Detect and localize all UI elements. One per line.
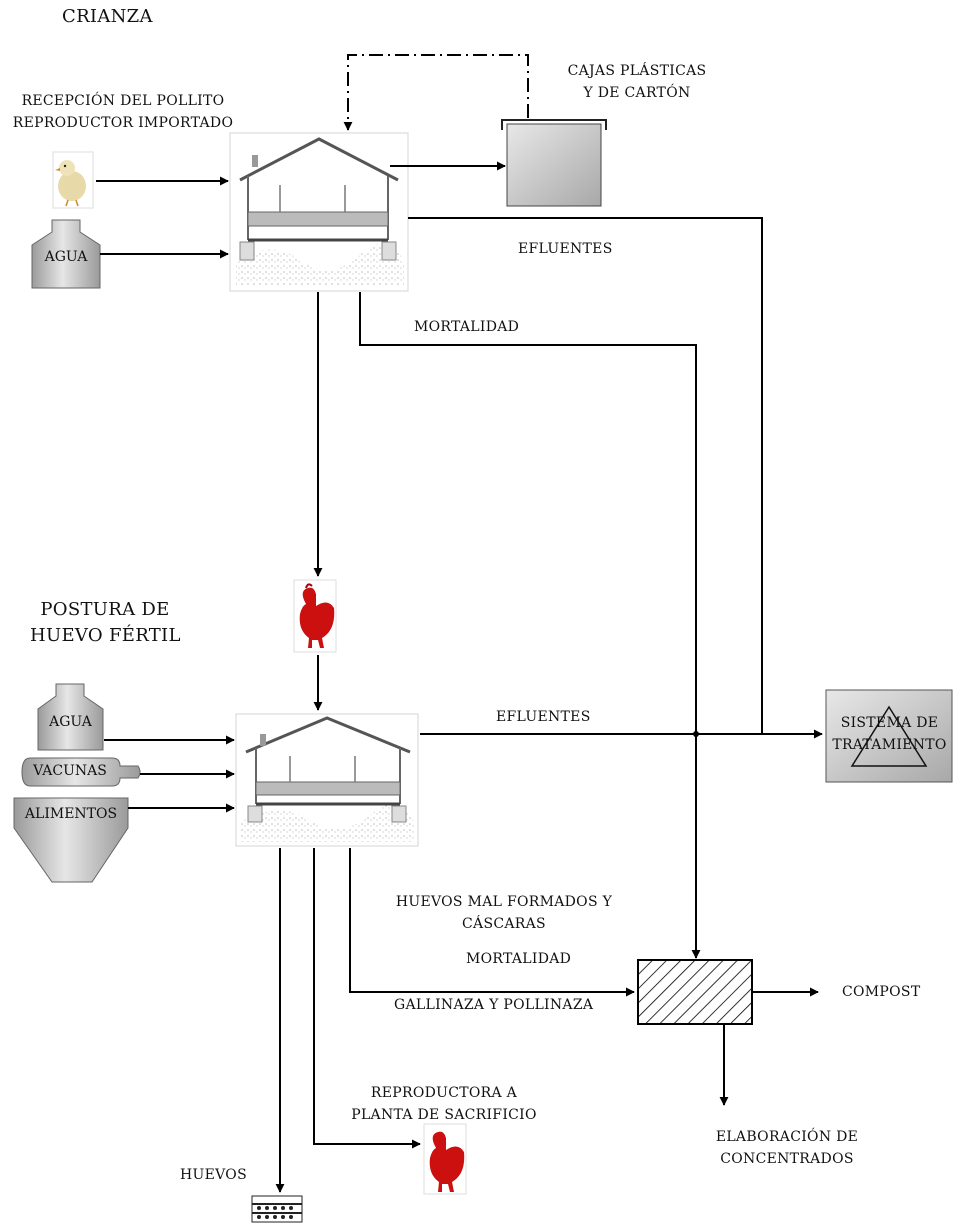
egg-crate-icon xyxy=(251,1195,303,1223)
label-sistema-line1: SISTEMA DE xyxy=(840,715,939,731)
label-elaboracion-line1: ELABORACIÓN DE xyxy=(715,1129,859,1145)
connectors xyxy=(96,54,823,1193)
label-elaboracion: ELABORACIÓN DE CONCENTRADOS xyxy=(698,1126,876,1170)
label-mortalidad-top: MORTALIDAD xyxy=(414,319,520,335)
label-huevos-mal-formados: HUEVOS MAL FORMADOS Y CÁSCARAS xyxy=(386,891,622,935)
label-cajas: CAJAS PLÁSTICAS Y DE CARTÓN xyxy=(548,60,726,104)
chick-icon xyxy=(52,151,94,209)
label-reproductora-line2: PLANTA DE SACRIFICIO xyxy=(351,1107,537,1123)
label-mortalidad-bottom: MORTALIDAD xyxy=(466,951,572,967)
vacunas-bottle-icon xyxy=(21,757,141,787)
sistema-tratamiento-box-icon xyxy=(825,689,953,783)
agua-tank-bottom-icon xyxy=(37,683,104,751)
label-elaboracion-line2: CONCENTRADOS xyxy=(720,1151,854,1167)
cajas-box-icon xyxy=(501,119,607,207)
label-compost: COMPOST xyxy=(842,984,921,1000)
title-postura-line1: POSTURA DE xyxy=(40,599,170,620)
compost-hatched-box-icon xyxy=(637,959,753,1025)
label-cajas-line2: Y DE CARTÓN xyxy=(583,85,691,101)
label-reproductora-line1: REPRODUCTORA A xyxy=(370,1085,518,1101)
hen-icon xyxy=(293,579,337,653)
label-recepcion-line1: RECEPCIÓN DEL POLLITO xyxy=(21,93,225,109)
label-recepcion-line2: REPRODUCTOR IMPORTADO xyxy=(12,115,234,131)
label-huevos-mal-line1: HUEVOS MAL FORMADOS Y xyxy=(395,894,613,910)
barn-postura-icon xyxy=(235,713,419,847)
label-huevos-mal-line2: CÁSCARAS xyxy=(462,916,546,932)
label-efluentes-top: EFLUENTES xyxy=(518,241,613,257)
label-recepcion-pollito: RECEPCIÓN DEL POLLITO REPRODUCTOR IMPORT… xyxy=(0,90,246,134)
label-sistema-tratamiento: SISTEMA DE TRATAMIENTO xyxy=(826,712,953,756)
label-reproductora: REPRODUCTORA A PLANTA DE SACRIFICIO xyxy=(346,1082,542,1126)
label-huevos: HUEVOS xyxy=(180,1167,247,1183)
label-efluentes-bottom: EFLUENTES xyxy=(496,709,591,725)
title-postura: POSTURA DE HUEVO FÉRTIL xyxy=(30,597,180,649)
barn-crianza-icon xyxy=(229,132,409,292)
label-cajas-line1: CAJAS PLÁSTICAS xyxy=(567,63,707,79)
label-gallinaza: GALLINAZA Y POLLINAZA xyxy=(394,997,594,1013)
label-alimentos: ALIMENTOS xyxy=(24,806,118,822)
alimentos-hopper-icon xyxy=(13,797,129,883)
hen-sacrificio-icon xyxy=(423,1123,467,1195)
agua-tank-top-icon xyxy=(31,219,101,289)
title-crianza: CRIANZA xyxy=(62,6,153,27)
junction-dot xyxy=(693,731,699,737)
label-sistema-line2: TRATAMIENTO xyxy=(832,737,947,753)
label-agua-top: AGUA xyxy=(44,249,88,265)
label-vacunas: VACUNAS xyxy=(33,763,107,779)
label-agua-bottom: AGUA xyxy=(49,714,92,730)
title-postura-line2: HUEVO FÉRTIL xyxy=(30,625,181,646)
